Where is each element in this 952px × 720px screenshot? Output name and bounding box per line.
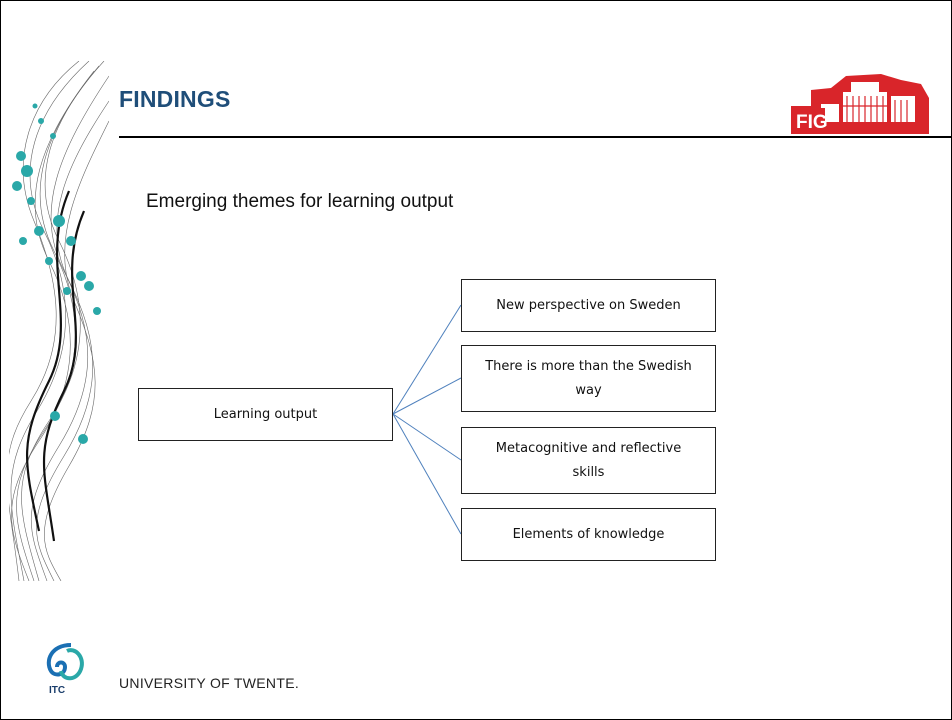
child-node-box: There is more than the Swedish way: [461, 345, 716, 412]
root-node-box: Learning output: [138, 388, 393, 441]
child-node-label: New perspective on Sweden: [496, 297, 681, 313]
itc-logo: ITC: [46, 643, 84, 695]
itc-logo-text: ITC: [49, 685, 65, 695]
university-name: UNIVERSITY OF TWENTE.: [119, 675, 300, 691]
slide-subtitle: Emerging themes for learning output: [146, 191, 454, 212]
child-node-label: Metacognitive and reflective skills: [495, 440, 682, 480]
decorative-lines-graphic: [9, 61, 109, 581]
child-node-box: New perspective on Sweden: [461, 279, 716, 332]
child-node-label: There is more than the Swedish way: [485, 358, 692, 398]
connector-line-3: [392, 413, 462, 461]
slide-title: FINDINGS: [119, 86, 231, 112]
connector-line-4: [392, 413, 462, 535]
connector-line-2: [392, 377, 462, 415]
title-divider: [119, 136, 951, 138]
connector-line-1: [392, 304, 462, 415]
fig-logo: FIG: [791, 70, 929, 134]
child-node-box: Elements of knowledge: [461, 508, 716, 561]
child-node-label: Elements of knowledge: [512, 526, 665, 542]
fig-logo-text: FIG: [796, 112, 828, 133]
child-node-box: Metacognitive and reflective skills: [461, 427, 716, 494]
root-node-label: Learning output: [213, 406, 318, 422]
